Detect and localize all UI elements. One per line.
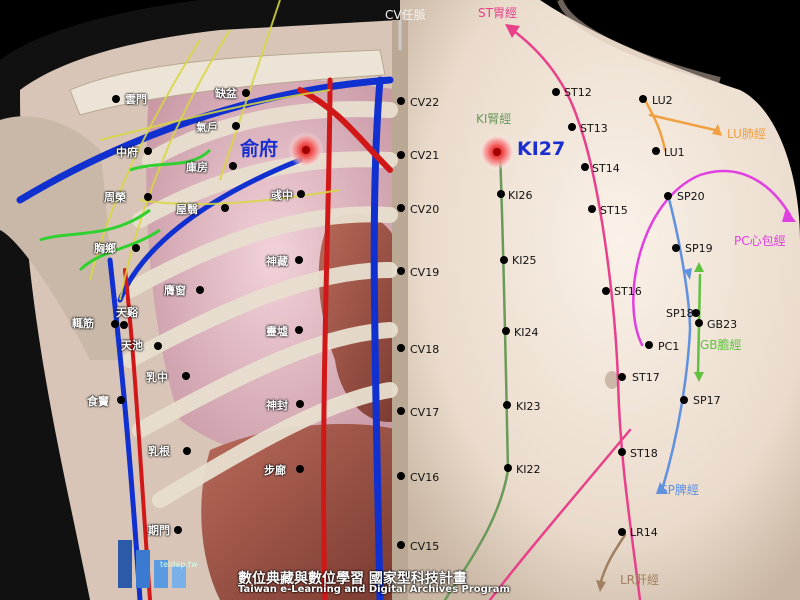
acupoint-dot <box>229 162 237 170</box>
acupoint-dot <box>296 465 304 473</box>
pc-meridian-label: PC心包經 <box>734 234 786 248</box>
acupoint-dot <box>232 122 240 130</box>
teldap-logo <box>118 540 186 588</box>
ki-meridian-label: KI腎經 <box>476 112 512 126</box>
acupoint-dot <box>502 327 510 335</box>
acupoint-dot <box>117 396 125 404</box>
acupoint-dot <box>692 309 700 317</box>
acupoint-dot <box>182 372 190 380</box>
acupoint-dot <box>295 256 303 264</box>
lr-meridian-line <box>598 533 627 587</box>
acupoint-dot <box>618 373 626 381</box>
acupoint-dot <box>672 244 680 252</box>
acupoint-dot <box>174 526 182 534</box>
gb-meridian-label: GB膽經 <box>700 338 742 352</box>
acupoint-dot <box>397 344 405 352</box>
st-meridian-label: ST胃經 <box>478 6 517 20</box>
acupoint-dot <box>568 123 576 131</box>
pc-meridian-line <box>632 169 792 347</box>
acupoint-dot <box>504 464 512 472</box>
acupoint-dot <box>296 400 304 408</box>
lu-meridian-label: LU肺經 <box>727 127 766 141</box>
acupoint-dot <box>552 88 560 96</box>
acupoint-dot <box>397 97 405 105</box>
st-meridian-line <box>508 26 642 600</box>
acupoint-dot <box>295 326 303 334</box>
acupoint-dot <box>183 447 191 455</box>
acupoint-dot <box>154 342 162 350</box>
acupoint-dot <box>581 163 589 171</box>
acupoint-dot <box>397 541 405 549</box>
acupoint-dot <box>397 151 405 159</box>
acupoint-dot <box>111 320 119 328</box>
acupoint-dot <box>695 319 703 327</box>
acupoint-dot <box>680 396 688 404</box>
acupoint-dot <box>645 341 653 349</box>
footer-subtitle: Taiwan e-Learning and Digital Archives P… <box>238 584 510 595</box>
sp-meridian-label: SP脾經 <box>660 483 699 497</box>
acupoint-dot <box>397 407 405 415</box>
acupoint-dot <box>664 192 672 200</box>
lu-meridian-line <box>643 98 667 152</box>
acupoint-dot <box>652 147 660 155</box>
acupoint-dot <box>588 205 596 213</box>
teldap-url: teldap.tw <box>160 560 198 569</box>
acupoint-dot <box>221 204 229 212</box>
sp-meridian-line <box>660 193 692 492</box>
acupoint-dot <box>120 321 128 329</box>
acupoint-dot <box>618 528 626 536</box>
lr-meridian-label: LR肝經 <box>620 573 660 587</box>
acupoint-dot <box>112 95 120 103</box>
acupoint-dot <box>497 190 505 198</box>
acupoint-dot <box>242 89 250 97</box>
acupoint-dot <box>503 401 511 409</box>
acupoint-dot <box>397 204 405 212</box>
yufu-label: 俞府 <box>240 138 279 160</box>
acupoint-dot <box>500 256 508 264</box>
acupoint-dot <box>297 190 305 198</box>
ki27-label: KI27 <box>517 138 566 160</box>
acupoint-dot <box>397 472 405 480</box>
acupoint-dot <box>132 244 140 252</box>
acupoint-dot <box>196 286 204 294</box>
acupoint-dot <box>639 95 647 103</box>
acupoint-dot <box>397 267 405 275</box>
ki-meridian-line <box>443 150 510 600</box>
acupoint-dot <box>144 147 152 155</box>
footer-title: 數位典藏與數位學習 國家型科技計畫 <box>238 571 467 587</box>
cv-meridian-label: CV任脈 <box>385 8 426 22</box>
acupoint-dot <box>602 287 610 295</box>
acupoint-dot <box>618 448 626 456</box>
acupoint-dot <box>144 193 152 201</box>
